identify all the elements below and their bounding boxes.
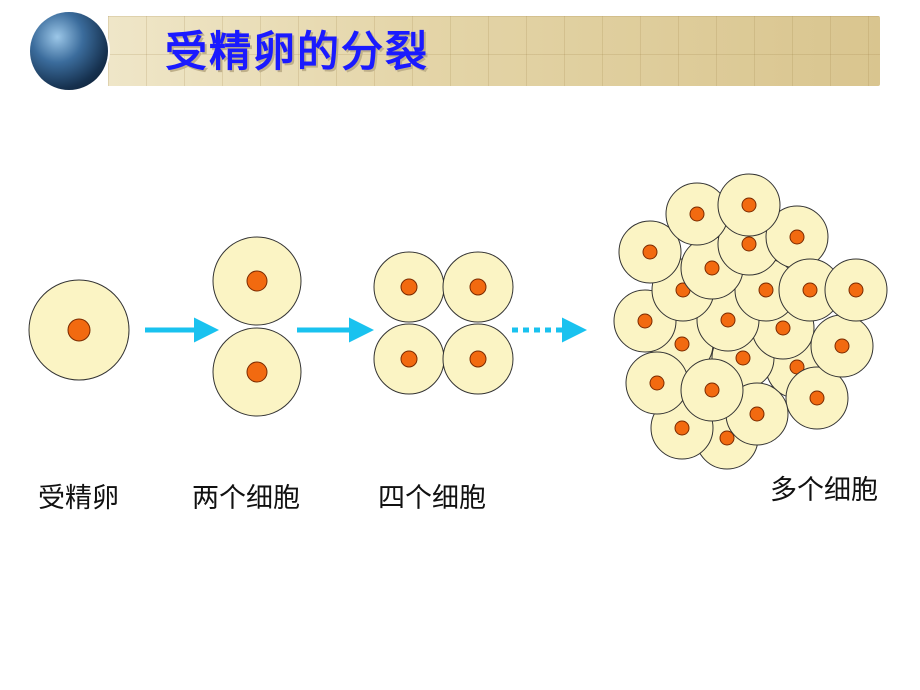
cell-nucleus <box>649 375 665 391</box>
slide-header: 受精卵的分裂 <box>0 0 920 100</box>
cell-nucleus <box>802 282 818 298</box>
four-cell <box>373 251 445 323</box>
many-cell <box>680 358 744 422</box>
stage-label-zygote: 受精卵 <box>38 483 119 514</box>
four-cell <box>442 251 514 323</box>
many-cell <box>785 366 849 430</box>
cell-nucleus <box>720 312 736 328</box>
many-cell <box>665 182 729 246</box>
cell-nucleus <box>642 244 658 260</box>
cell-nucleus <box>67 318 91 342</box>
many-cell <box>810 314 874 378</box>
cell-nucleus <box>400 350 418 368</box>
many-cell <box>824 258 888 322</box>
cell-nucleus <box>674 336 690 352</box>
four-cell <box>442 323 514 395</box>
cell-nucleus <box>758 282 774 298</box>
cell-nucleus <box>789 229 805 245</box>
two-cell <box>212 327 302 417</box>
many-cell <box>625 351 689 415</box>
cell-nucleus <box>741 197 757 213</box>
cell-nucleus <box>469 278 487 296</box>
cell-nucleus <box>469 350 487 368</box>
globe-icon <box>30 12 108 90</box>
cell-nucleus <box>637 313 653 329</box>
many-cell <box>717 173 781 237</box>
cell-nucleus <box>809 390 825 406</box>
many-cell <box>778 258 842 322</box>
cell-nucleus <box>749 406 765 422</box>
stage-label-four-cells: 四个细胞 <box>378 483 486 514</box>
cell-nucleus <box>674 420 690 436</box>
cell-nucleus <box>704 260 720 276</box>
four-cell <box>373 323 445 395</box>
cell-nucleus <box>834 338 850 354</box>
cell-nucleus <box>246 270 268 292</box>
many-cell <box>618 220 682 284</box>
cell-nucleus <box>741 236 757 252</box>
stage-label-many-cells: 多个细胞 <box>770 475 878 506</box>
zygote-cell <box>28 279 130 381</box>
cell-nucleus <box>719 430 735 446</box>
cell-nucleus <box>848 282 864 298</box>
cell-nucleus <box>735 350 751 366</box>
page-title: 受精卵的分裂 <box>165 27 430 76</box>
cell-nucleus <box>400 278 418 296</box>
cell-nucleus <box>704 382 720 398</box>
stage-label-two-cells: 两个细胞 <box>192 483 300 514</box>
cell-nucleus <box>246 361 268 383</box>
cell-nucleus <box>689 206 705 222</box>
cell-nucleus <box>775 320 791 336</box>
map-grid <box>108 16 880 86</box>
two-cell <box>212 236 302 326</box>
map-banner <box>108 16 880 86</box>
